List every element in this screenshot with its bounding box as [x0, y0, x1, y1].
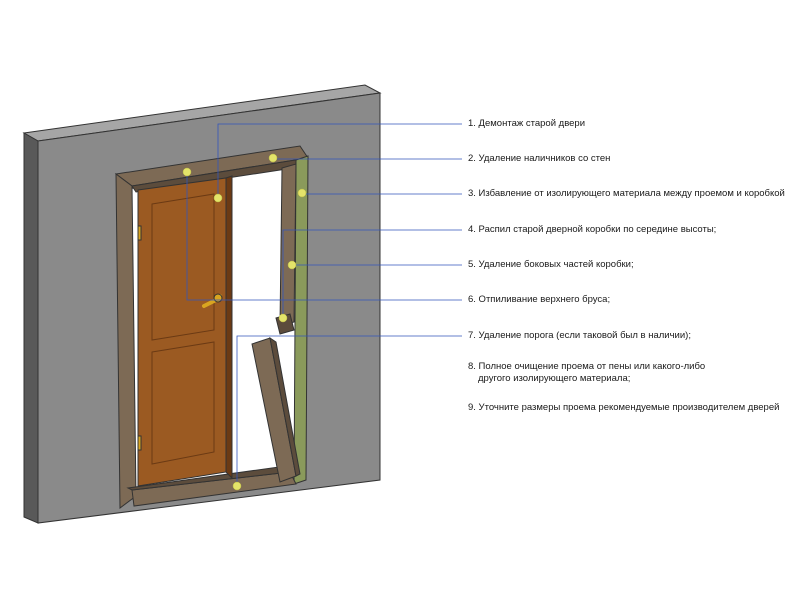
step-3-label: 3. Избавление от изолирующего материала …: [468, 188, 785, 199]
hinge-top: [137, 225, 142, 241]
step-marker-7: [232, 481, 242, 491]
step-6-label: 6. Отпиливание верхнего бруса;: [468, 294, 611, 305]
step-marker-1: [213, 193, 223, 203]
removed-jamb-piece-side: [269, 336, 301, 477]
leader-line-step-6: [186, 172, 462, 301]
step-2-label: 2. Удаление наличников со стен: [468, 153, 611, 164]
wall-side-face: [23, 132, 39, 524]
step-9-label: 9. Уточните размеры проема рекомендуемые…: [468, 402, 780, 413]
step-4-label: 4. Распил старой дверной коробки по сере…: [468, 224, 717, 235]
step-1-label: 1. Демонтаж старой двери: [468, 118, 586, 129]
door-leaf-edge: [225, 175, 233, 480]
insulation-strip: [293, 155, 309, 485]
step-8-label: 8. Полное очищение проема от пены или ка…: [468, 361, 706, 384]
step-markers: [182, 153, 307, 491]
step-marker-5: [287, 260, 297, 270]
step-marker-4: [278, 313, 288, 323]
leader-line-step-4: [282, 229, 462, 318]
leader-line-step-1: [217, 123, 462, 198]
step-marker-6: [182, 167, 192, 177]
step-marker-3: [297, 188, 307, 198]
door-panel-lower: [151, 341, 215, 465]
frame-right-jamb-upper: [279, 163, 297, 327]
step-5-label: 5. Удаление боковых частей коробки;: [468, 259, 634, 270]
step-7-label: 7. Удаление порога (если таковой был в н…: [468, 330, 691, 341]
step-marker-2: [268, 153, 278, 163]
hinge-bottom: [137, 435, 142, 451]
door-handle-rose: [213, 293, 223, 303]
step-8-continuation: другого изолирующего материала;: [478, 373, 631, 384]
door-panel-upper: [151, 193, 215, 341]
leader-line-step-7: [236, 335, 462, 486]
